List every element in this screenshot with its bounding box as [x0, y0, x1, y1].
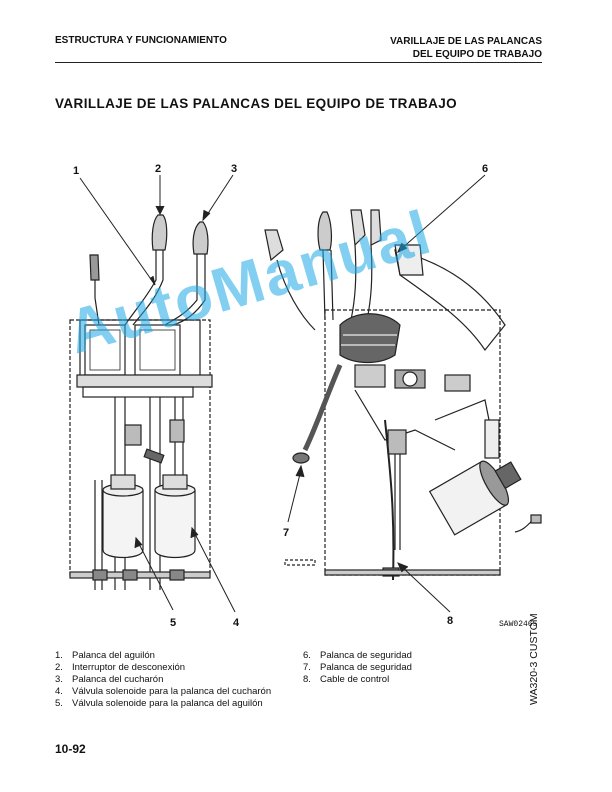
page-title: VARILLAJE DE LAS PALANCAS DEL EQUIPO DE …	[55, 96, 458, 111]
legend-item: 4.Válvula solenoide para la palanca del …	[55, 686, 272, 697]
legend-item: 2.Interruptor de desconexión	[55, 662, 186, 673]
header-topic-line1: VARILLAJE DE LAS PALANCAS	[390, 36, 542, 47]
callout-1: 1	[73, 165, 79, 177]
model-label: WA320-3 CUSTOM	[528, 613, 540, 705]
header-rule	[55, 62, 542, 63]
legend-item: 6.Palanca de seguridad	[303, 650, 412, 661]
legend-left: 1.Palanca del aguilón 2.Interruptor de d…	[55, 650, 271, 710]
legend-item: 5.Válvula solenoide para la palanca del …	[55, 698, 263, 709]
figure-code: SAW02465	[499, 620, 538, 629]
linkage-diagram: 1 2 3 4 5 6 7 8 SAW02465	[55, 150, 555, 630]
legend-item: 3.Palanca del cucharón	[55, 674, 164, 685]
legend-item: 8.Cable de control	[303, 674, 390, 685]
callout-3: 3	[231, 163, 237, 175]
page-number: 10-92	[55, 742, 86, 756]
callout-5: 5	[170, 617, 176, 629]
callout-7: 7	[283, 527, 289, 539]
legend-item: 7.Palanca de seguridad	[303, 662, 412, 673]
header-topic-line2: DEL EQUIPO DE TRABAJO	[412, 49, 542, 60]
right-assembly	[264, 209, 542, 581]
legend-right: 6.Palanca de seguridad 7.Palanca de segu…	[303, 650, 412, 686]
callout-6: 6	[482, 163, 488, 175]
callout-8: 8	[447, 615, 453, 627]
header-section: ESTRUCTURA Y FUNCIONAMIENTO	[55, 35, 227, 46]
left-assembly	[69, 214, 213, 590]
callout-2: 2	[155, 163, 161, 175]
legend-item: 1.Palanca del aguilón	[55, 650, 155, 661]
header-topic: VARILLAJE DE LAS PALANCAS DEL EQUIPO DE …	[390, 35, 542, 61]
callout-4: 4	[233, 617, 240, 629]
